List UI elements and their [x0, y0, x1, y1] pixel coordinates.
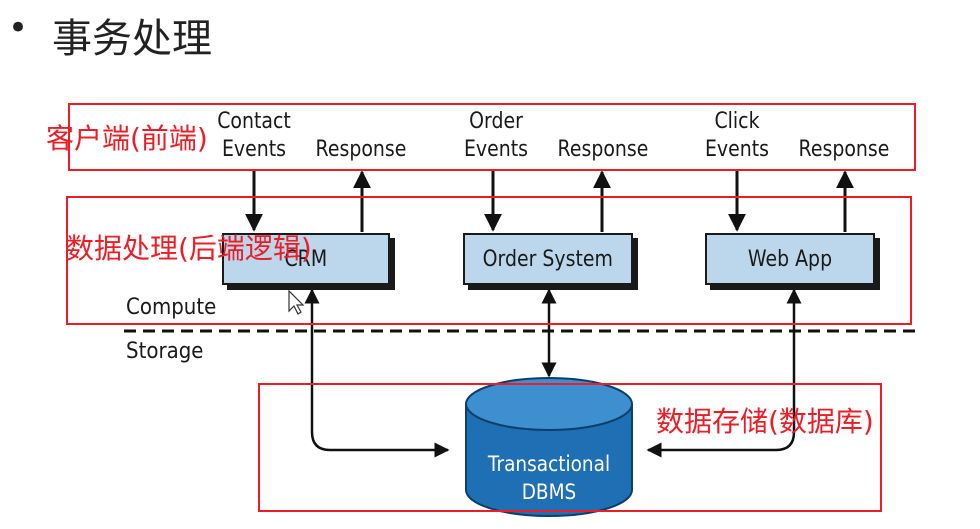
client-annotation-box	[68, 103, 916, 171]
web-db-connector	[646, 288, 802, 458]
order-system-box: Order System	[463, 233, 633, 285]
processing-annotation-label: 数据处理(后端逻辑)	[66, 232, 312, 265]
database-line2: DBMS	[521, 480, 577, 504]
crm-db-connector	[304, 288, 450, 458]
database-line1: Transactional	[487, 452, 611, 476]
event-line2: Events	[221, 137, 287, 162]
client-annotation-label: 客户端(前端)	[46, 122, 208, 155]
storage-annotation-label: 数据存储(数据库)	[656, 405, 874, 438]
order-system-label: Order System	[482, 246, 614, 272]
event-line1: Click	[714, 109, 760, 134]
crm-system-label: CRM	[284, 246, 328, 272]
bullet-point: •	[8, 8, 29, 48]
slide-title: 事务处理	[52, 16, 212, 62]
storage-annotation-box	[258, 383, 882, 512]
order-response-label: Response	[557, 137, 649, 162]
database-label: Transactional DBMS	[487, 450, 610, 506]
order-events-label: Order Events	[444, 108, 547, 164]
contact-events-label: Contact Events	[202, 108, 305, 164]
crm-system-box: CRM	[222, 233, 390, 285]
event-line1: Contact	[217, 109, 291, 134]
web-app-box: Web App	[705, 233, 875, 285]
event-line2: Events	[704, 137, 770, 162]
event-line1: Order	[469, 109, 523, 134]
event-line2: Events	[463, 137, 529, 162]
database-cylinder	[465, 377, 633, 517]
web-app-label: Web App	[747, 246, 833, 272]
storage-layer-label: Storage	[126, 339, 204, 364]
crm-response-label: Response	[315, 137, 407, 162]
compute-layer-label: Compute	[126, 295, 217, 320]
web-response-label: Response	[798, 137, 890, 162]
click-events-label: Click Events	[685, 108, 788, 164]
processing-annotation-box	[66, 196, 912, 325]
